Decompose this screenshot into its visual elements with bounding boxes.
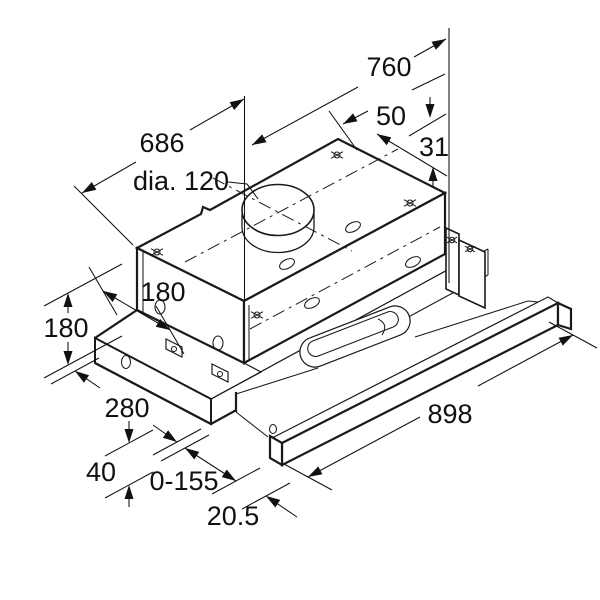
dim-180-inner [88,266,185,355]
dim-0-155 [160,434,261,495]
dimension-annotations [43,28,598,518]
label-180-inner: 180 [140,277,185,307]
canopy-left-hole-1 [154,299,166,315]
visor-bottom-left-edge [235,411,269,438]
screw-symbols [150,151,417,319]
label-40: 40 [86,457,116,487]
dimension-labels: 760 686 dia. 120 50 31 180 180 280 40 0-… [43,52,472,531]
dim-20-5 [241,482,298,518]
dim-280 [50,357,202,456]
canopy-front-slot-2 [405,256,421,268]
label-760: 760 [366,52,411,82]
duct-centerline-v [212,177,353,252]
visor-front-bar [268,296,573,467]
dim-180-left [43,263,123,379]
label-686: 686 [139,128,184,158]
label-20-5: 20.5 [207,501,260,531]
dim-40 [104,421,154,507]
dim-31 [408,97,447,188]
canopy-bend-lines [142,251,250,360]
label-dia120: dia. 120 [133,166,229,196]
handle-grip-detail [377,318,386,336]
canopy-top-slot-1 [279,258,295,270]
label-280: 280 [104,393,149,423]
base-hole [120,354,132,370]
mounting-bracket [445,226,486,310]
handle-recess [299,305,411,368]
visor-hole [268,423,278,435]
label-898: 898 [427,399,472,429]
dim-898 [283,321,598,491]
handle-inner [307,311,399,357]
base-top-edge [94,309,138,339]
dim-686 [73,98,245,246]
label-31: 31 [419,132,449,162]
canopy-front-slot-1 [304,297,320,309]
bar-right-cap [556,301,573,331]
bracket-plate-2 [458,238,486,310]
canopy-left-hole-2 [212,335,224,351]
handle-outer [299,305,411,368]
label-180-left: 180 [43,313,88,343]
dim-50 [328,73,448,177]
canopy-top-slot-2 [345,221,361,233]
duct-bottom-rim [241,225,315,254]
duct-centerline-u [184,148,399,263]
mounting-tabs [165,338,229,383]
bar-left-cap [268,434,284,467]
canopy-front-centerline [249,226,441,330]
label-0-155: 0-155 [149,466,218,496]
label-50: 50 [376,101,406,131]
duct-collar [184,148,399,263]
dim-dia120-leader [227,181,259,200]
dim-760 [251,38,447,146]
base-bottom-edge [94,362,241,426]
